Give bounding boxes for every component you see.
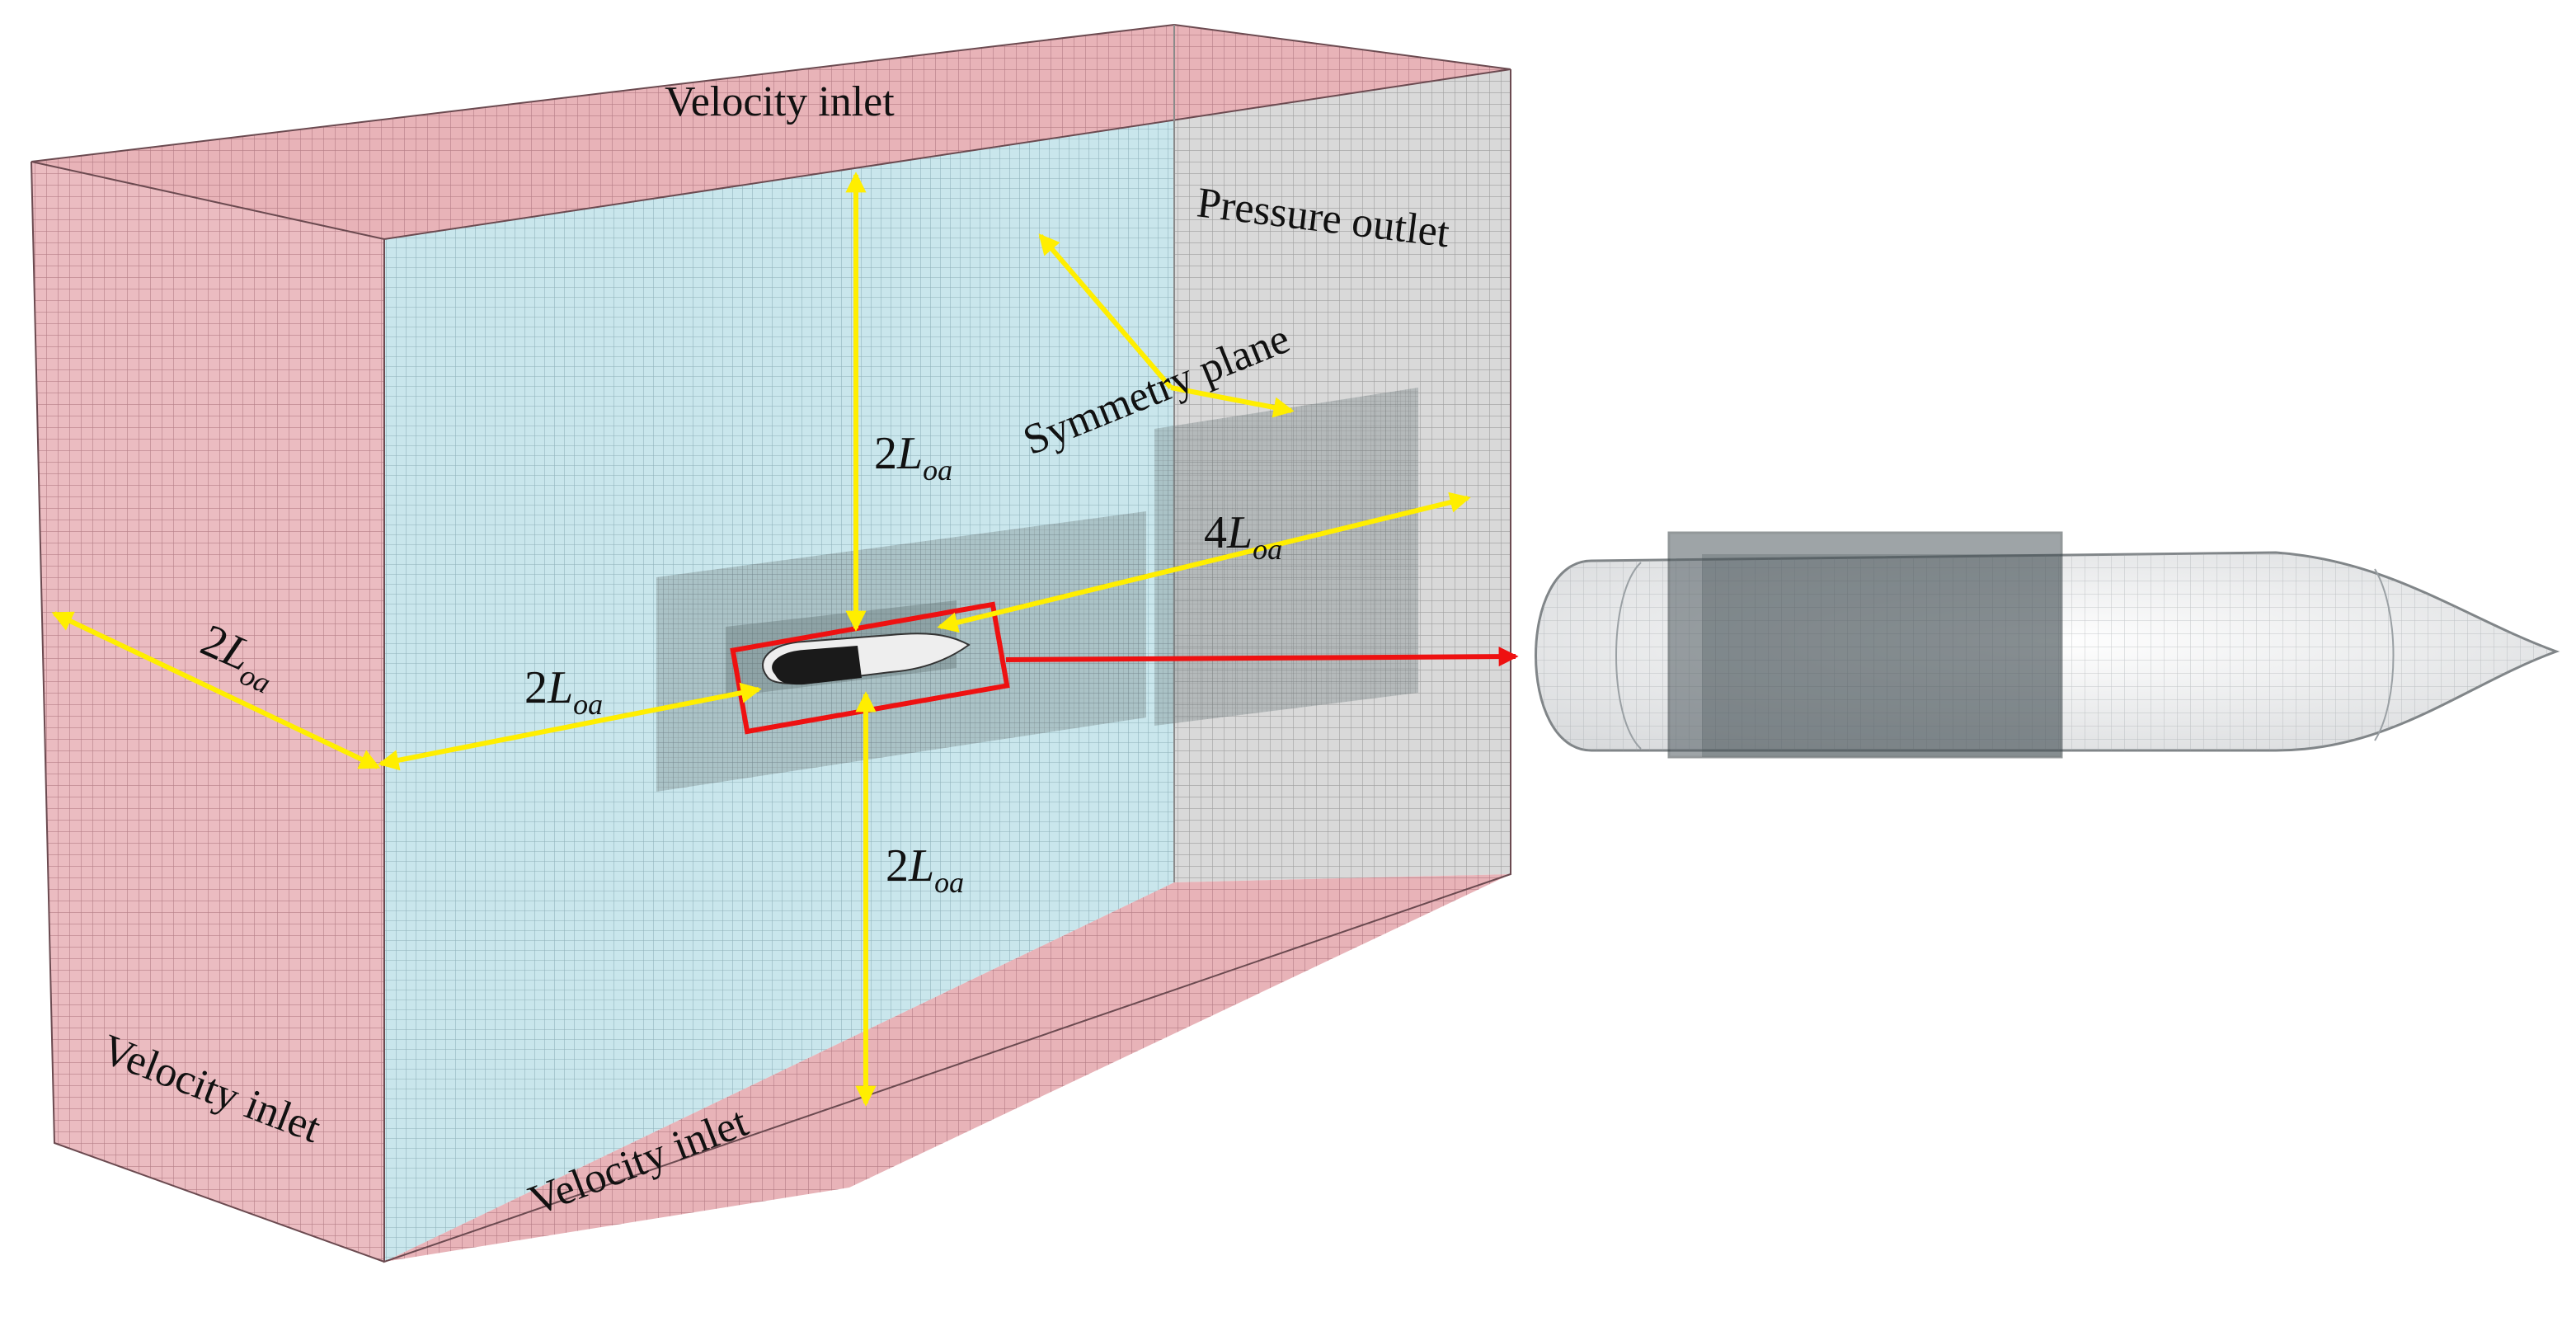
dimension-arrows [51,172,1471,1107]
dim-arrow-downstream [937,492,1471,633]
sym-arrow-a [1038,233,1173,389]
label-top-inlet: Velocity inlet [665,78,895,125]
zoomed-refinement-box [1667,531,2063,759]
dim-arrow-side [51,611,381,769]
zoom-arrow [1005,647,1519,667]
top-inlet-face [31,25,1511,239]
dim-label-down: 2Loa [886,840,964,899]
sym-arrow-b [1170,385,1295,418]
dim-label-up: 2Loa [874,428,952,487]
refinement-zone-wake [1154,388,1418,726]
hull-in-domain [762,633,971,685]
domain-edges [31,23,1511,1263]
dim-arrow-upstream [378,682,762,771]
dim-label-upstream: 2Loa [524,662,603,721]
dim-label-downstream: 4Loa [1204,507,1282,566]
